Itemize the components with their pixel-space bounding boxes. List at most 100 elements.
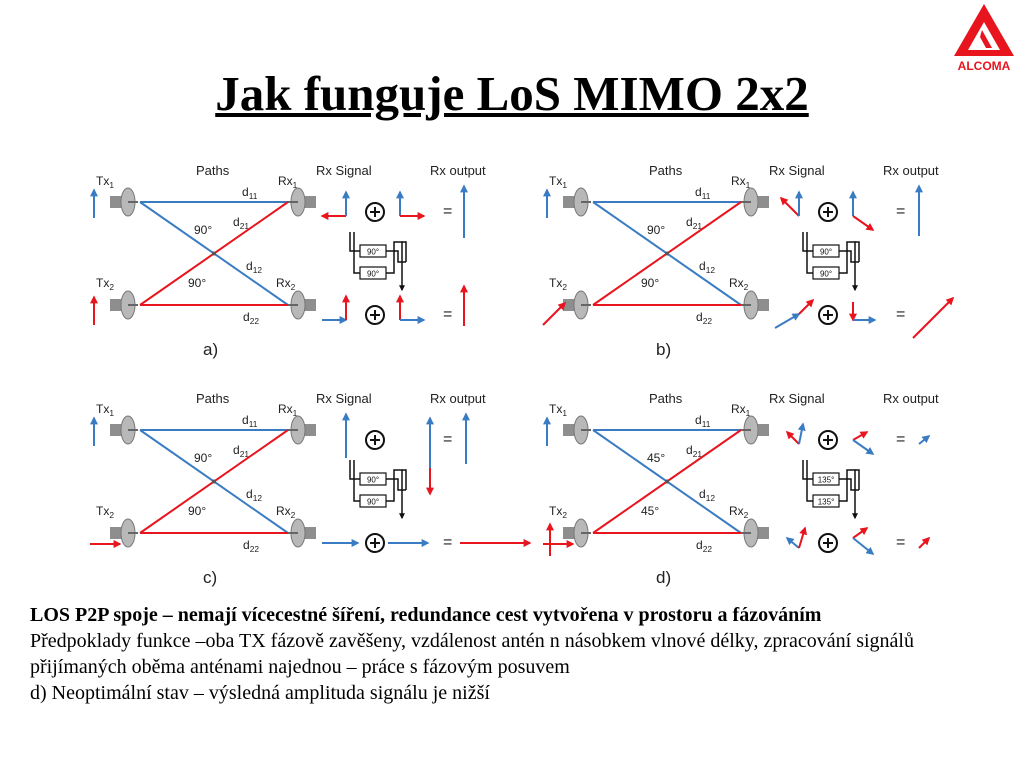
panel-label: b) [656, 340, 671, 359]
panel-label: a) [203, 340, 218, 359]
output-arrow-top [918, 435, 931, 445]
angle-label-bottom: 90° [188, 276, 206, 290]
rx2-label: Rx2 [729, 504, 749, 520]
angle-label-bottom: 45° [641, 504, 659, 518]
wire-join [402, 241, 407, 262]
d11-label: d11 [695, 185, 711, 201]
rx2-label: Rx2 [276, 504, 296, 520]
phase-shifter-bottom: 90° [359, 266, 387, 280]
d11-label: d11 [695, 413, 711, 429]
cross-point [212, 251, 216, 256]
rx2-label: Rx2 [729, 276, 749, 292]
rx1-antenna [741, 415, 769, 445]
panel-label: d) [656, 568, 671, 587]
tx1-antenna [563, 187, 591, 217]
phase-shifter-top: 90° [359, 472, 387, 486]
sum-node-top [365, 430, 385, 450]
phase-shifter-top: 90° [359, 244, 387, 258]
tx2-label: Tx2 [549, 504, 567, 520]
paths-label: Paths [649, 163, 683, 178]
d21-label: d21 [233, 443, 249, 459]
angle-label-bottom: 90° [188, 504, 206, 518]
rx-output-label: Rx output [430, 391, 486, 406]
signal-arrow [852, 537, 875, 555]
rx-signal-label: Rx Signal [316, 163, 372, 178]
angle-label-top: 90° [194, 223, 212, 237]
tx1-antenna [563, 415, 591, 445]
tx2-input-arrow [542, 301, 567, 326]
panel-label: c) [203, 568, 217, 587]
wire-join [402, 469, 407, 490]
d11-label: d11 [242, 413, 258, 429]
wire-bottom-out [386, 469, 405, 520]
phase-shifter-top: 90° [812, 244, 840, 258]
signal-arrow [779, 196, 800, 217]
paths-label: Paths [196, 391, 230, 406]
equals-bottom: = [896, 534, 905, 551]
tx2-label: Tx2 [96, 276, 114, 292]
d12-label: d12 [246, 487, 262, 503]
signal-arrow [852, 215, 875, 231]
tx2-label: Tx2 [549, 276, 567, 292]
d11-label: d11 [242, 185, 258, 201]
output-arrow-bottom [918, 536, 931, 549]
equals-top: = [896, 431, 905, 448]
wire-top-in [802, 460, 813, 480]
wire-top-out [386, 478, 406, 491]
sum-node-top [818, 430, 838, 450]
angle-label-top: 90° [647, 223, 665, 237]
rx-signal-label: Rx Signal [769, 163, 825, 178]
equals-bottom: = [443, 306, 452, 323]
sum-node-top [818, 202, 838, 222]
angle-label-top: 45° [647, 451, 665, 465]
sum-node-bottom [818, 533, 838, 553]
rx2-antenna [741, 290, 769, 320]
tx2-label: Tx2 [96, 504, 114, 520]
d21-label: d21 [686, 215, 702, 231]
d22-label: d22 [696, 538, 712, 554]
d21-label: d21 [686, 443, 702, 459]
caption: LOS P2P spoje – nemají vícecestné šíření… [30, 602, 1010, 706]
rx2-antenna [288, 518, 316, 548]
wire-top-in [349, 232, 360, 252]
wire-bottom-in [353, 232, 360, 274]
wire-top-in [349, 460, 360, 480]
wire-bottom-in [353, 460, 360, 502]
cross-point [212, 479, 216, 484]
phase-shift-label: 90° [820, 270, 832, 279]
tx1-label: Tx1 [96, 174, 114, 190]
d21-label: d21 [233, 215, 249, 231]
tx1-label: Tx1 [96, 402, 114, 418]
rx1-label: Rx1 [278, 402, 298, 418]
phase-shifter-bottom: 90° [812, 266, 840, 280]
rx-signal-label: Rx Signal [316, 391, 372, 406]
wire-top-out [839, 478, 859, 491]
rx1-antenna [288, 187, 316, 217]
signal-arrow [852, 527, 869, 539]
rx1-antenna [288, 415, 316, 445]
equals-top: = [443, 431, 452, 448]
tx2-antenna [563, 518, 591, 548]
wire-top-out [386, 250, 406, 263]
angle-label-bottom: 90° [641, 276, 659, 290]
tx2-antenna [110, 518, 138, 548]
paths-label: Paths [649, 391, 683, 406]
paths-label: Paths [196, 163, 230, 178]
sum-node-bottom [365, 533, 385, 553]
equals-bottom: = [896, 306, 905, 323]
tx1-label: Tx1 [549, 402, 567, 418]
phase-shifter-bottom: 135° [812, 494, 840, 508]
phase-shifter-bottom: 90° [359, 494, 387, 508]
caption-line-1: LOS P2P spoje – nemají vícecestné šíření… [30, 604, 822, 626]
phase-shift-label: 90° [820, 248, 832, 257]
wire-top-out [839, 250, 859, 263]
equals-top: = [896, 203, 905, 220]
tx2-antenna [563, 290, 591, 320]
rx1-antenna [741, 187, 769, 217]
d12-label: d12 [699, 259, 715, 275]
signal-arrow [798, 298, 815, 315]
